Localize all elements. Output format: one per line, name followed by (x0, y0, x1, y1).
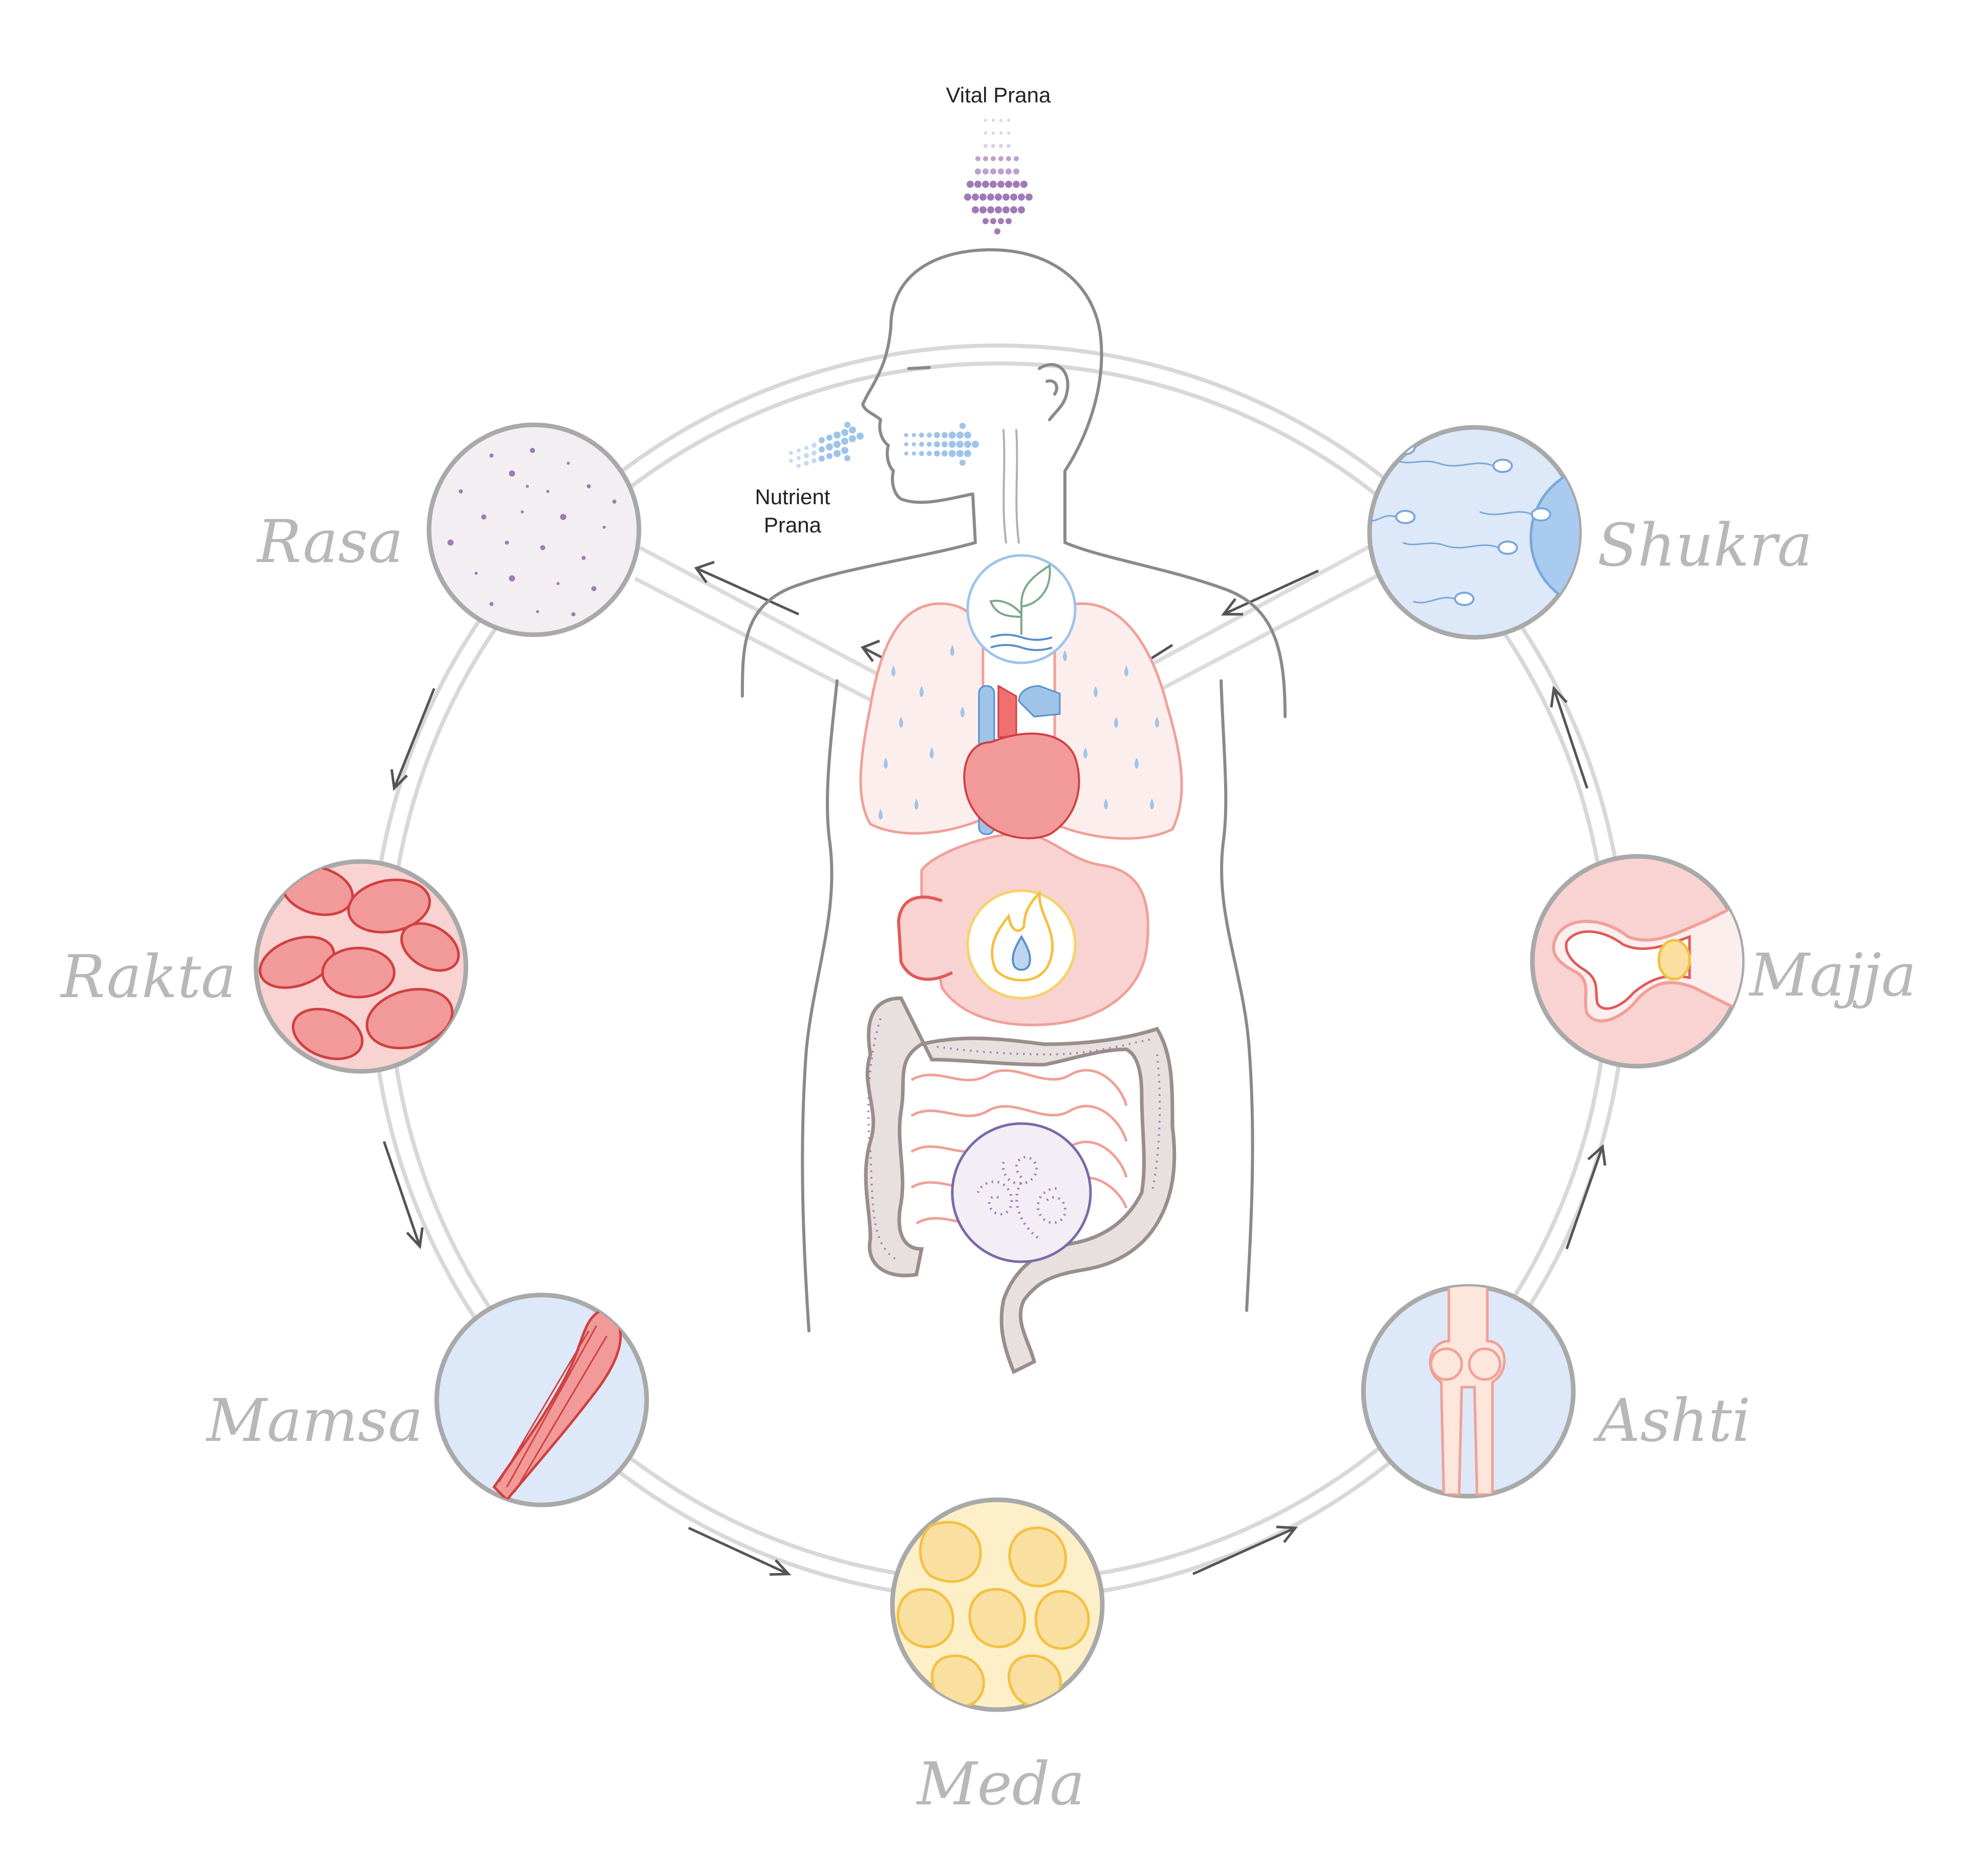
fat-cells-icon (896, 1521, 1090, 1708)
human-body-outline (741, 248, 1287, 1332)
mamsa-tissue-circle (434, 1292, 649, 1507)
rasa-label: Rasa (256, 508, 403, 576)
arrow-ashti-to-majja (1565, 1144, 1607, 1249)
meda-label: Meda (916, 1750, 1085, 1819)
plant-nutrient-circle (966, 554, 1077, 664)
majja-tissue-circle (1530, 854, 1745, 1069)
meda-tissue-circle (890, 1497, 1105, 1712)
lungs-icon (859, 602, 1183, 840)
shukra-label: Shukra (1597, 511, 1812, 580)
nutrient-prana-label-line2: Prana (764, 513, 822, 537)
ashti-tissue-circle (1361, 1284, 1576, 1499)
nutrient-prana-label-line1: Nutrient (755, 485, 830, 509)
rasa-tissue-circle (426, 422, 642, 637)
large-intestine-icon (864, 996, 1177, 1374)
arrow-chest-to-rasa-1 (694, 560, 800, 616)
breath-exit-arrow-icon (904, 423, 979, 466)
arrow-mamsa-to-meda (688, 1526, 792, 1576)
ashti-label: Ashti (1593, 1387, 1750, 1455)
bone-joint-icon (1429, 1286, 1506, 1496)
agni-fire-circle (966, 889, 1077, 1000)
duodenum-icon (896, 895, 953, 981)
plasma-dots-icon (447, 448, 616, 616)
rakta-label: Rakta (60, 943, 236, 1011)
bone-marrow-icon (1552, 898, 1742, 1023)
arrow-meda-to-ashti (1192, 1525, 1298, 1576)
blood-cells-icon (259, 865, 460, 1061)
vayu-spiral-circle (951, 1122, 1092, 1263)
flow-arrows (382, 560, 1607, 1576)
heart-icon (963, 684, 1080, 839)
arrow-rasa-to-rakta (390, 688, 436, 791)
majja-label: Majja (1748, 941, 1916, 1010)
arrow-majja-to-shukra (1550, 685, 1589, 789)
mamsa-label: Mamsa (206, 1387, 423, 1455)
vital-prana-arrow-icon (964, 119, 1033, 234)
arrow-rakta-to-mamsa (382, 1141, 424, 1249)
rakta-tissue-circle (253, 859, 468, 1074)
nutrient-prana-arrow-icon (789, 422, 864, 468)
vital-prana-label: Vital Prana (946, 83, 1051, 107)
arrow-shukra-to-chest-1 (1221, 569, 1319, 616)
